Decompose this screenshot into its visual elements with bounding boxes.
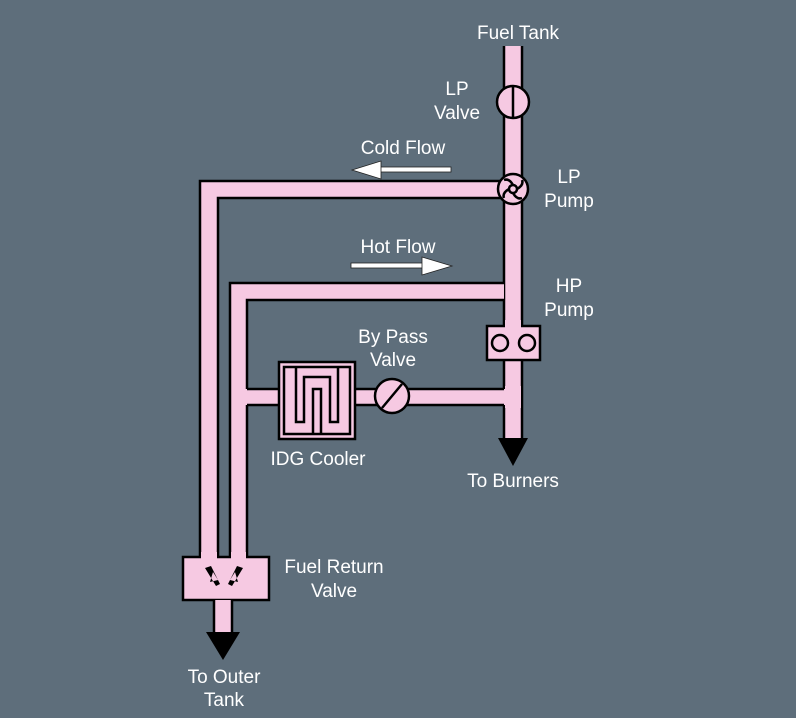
lp-pump-icon — [496, 172, 530, 206]
bypass-valve-label-line1: By Pass — [358, 327, 428, 348]
lp-valve-icon — [495, 84, 531, 120]
to-outer-tank-label-line2: Tank — [204, 690, 245, 711]
bypass-valve-label-line2: Valve — [370, 350, 416, 371]
to-burners-label: To Burners — [467, 471, 559, 492]
lp-valve-label-line2: Valve — [434, 103, 480, 124]
cold-return-pipe — [198, 179, 504, 561]
fuel-return-valve-label-line1: Fuel Return — [284, 557, 383, 578]
to-outer-tank-arrow-icon — [206, 632, 240, 660]
to-burners-arrow-icon — [498, 438, 528, 466]
lp-valve-label-line1: LP — [445, 79, 468, 100]
hp-pump-label-line1: HP — [556, 276, 582, 297]
outer-tank-pipe — [212, 600, 234, 634]
lp-pump-label-line1: LP — [557, 167, 580, 188]
hp-pump-label-line2: Pump — [544, 300, 594, 321]
hot-return-pipe — [228, 281, 504, 561]
fuel-tank-label: Fuel Tank — [477, 23, 560, 44]
hp-pump-icon — [485, 320, 542, 362]
to-outer-tank-label-line1: To Outer — [188, 667, 262, 688]
bypass-valve-icon — [373, 377, 411, 415]
cold-flow-label: Cold Flow — [361, 138, 446, 159]
idg-cooler-icon — [277, 360, 357, 441]
cold-flow-arrow-icon — [350, 160, 452, 180]
fuel-return-valve-label-line2: Valve — [311, 581, 357, 602]
lp-pump-label-line2: Pump — [544, 191, 594, 212]
hot-flow-label: Hot Flow — [361, 237, 436, 258]
hot-flow-arrow-icon — [350, 256, 454, 276]
fuel-return-valve-icon — [181, 552, 271, 602]
idg-cooler-label: IDG Cooler — [270, 449, 366, 470]
